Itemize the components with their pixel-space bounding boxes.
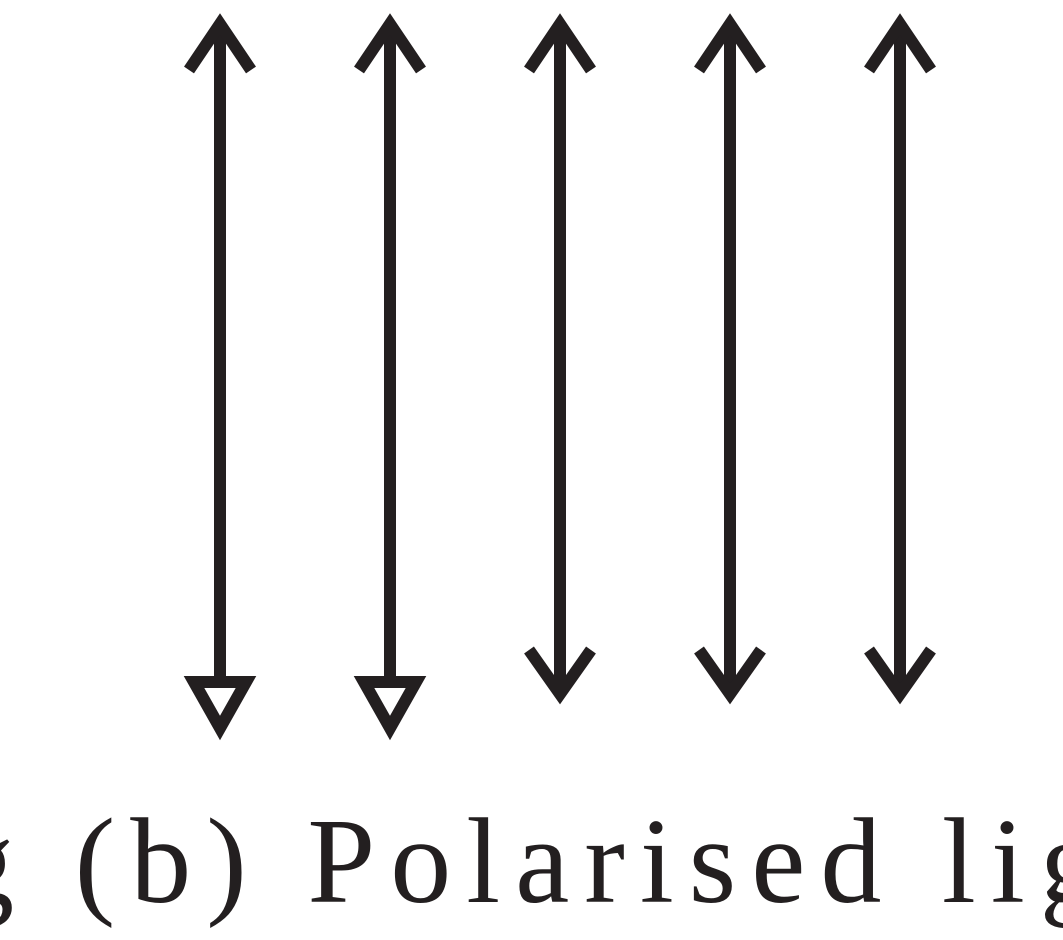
- polarisation-arrow-2: [353, 13, 427, 741]
- arrow-head-bottom-chevron: [864, 646, 936, 705]
- arrow-head-top: [184, 13, 256, 74]
- arrow-head-bottom-triangle: [183, 676, 257, 741]
- polarisation-arrow-4: [694, 13, 766, 705]
- arrow-head-top: [354, 13, 426, 74]
- arrow-head-bottom-chevron: [694, 646, 766, 705]
- arrow-head-top: [864, 13, 936, 74]
- figure-caption: Fig (b) Polarised light: [0, 794, 1063, 929]
- arrow-head-top: [524, 13, 596, 74]
- arrow-head-top: [694, 13, 766, 74]
- arrow-head-bottom-chevron: [524, 646, 596, 705]
- polarisation-arrow-3: [524, 13, 596, 705]
- arrow-head-bottom-triangle: [353, 676, 427, 741]
- arrows-group: [183, 13, 936, 741]
- polarisation-arrow-1: [183, 13, 257, 741]
- polarisation-arrow-5: [864, 13, 936, 705]
